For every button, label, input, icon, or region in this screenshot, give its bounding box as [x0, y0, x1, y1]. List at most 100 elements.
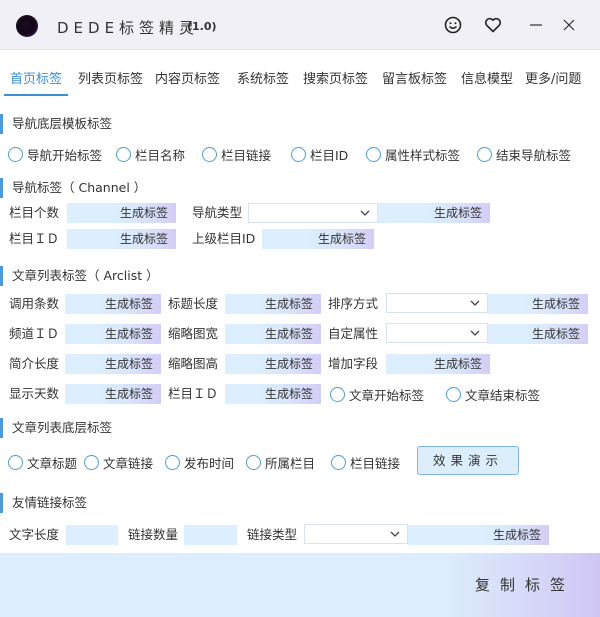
radio-circle-icon [366, 146, 381, 162]
tab-more-faq[interactable]: 更多/问题 [525, 72, 582, 87]
intro-length-input[interactable] [65, 354, 97, 374]
display-days-input[interactable] [65, 384, 97, 404]
section-arclist-title: 文章列表标签（ Arclist ） [0, 266, 159, 286]
radio-publish-time[interactable]: 发布时间 [165, 453, 234, 471]
sort-order-extra-input[interactable] [488, 294, 525, 314]
tab-info-model[interactable]: 信息模型 [461, 72, 514, 87]
radio-belong-column[interactable]: 所属栏目 [246, 453, 315, 471]
radio-circle-icon [84, 454, 99, 470]
label-arc-column-id: 栏目ＩＤ [168, 386, 219, 401]
column-count-input[interactable] [67, 203, 112, 223]
radio-nav-start[interactable]: 导航开始标签 [8, 145, 102, 163]
arc-column-id-input[interactable] [225, 384, 257, 404]
tab-search-page[interactable]: 搜索页标签 [303, 72, 369, 87]
label-add-field: 增加字段 [328, 356, 379, 371]
tab-bar: 首页标签 列表页标签 内容页标签 系统标签 搜索页标签 留言板标签 信息模型 更… [0, 62, 600, 96]
smiley-icon[interactable] [443, 15, 463, 35]
generate-display-days-button[interactable]: 生成标签 [97, 384, 161, 404]
radio-circle-icon [330, 386, 345, 402]
radio-nav-end[interactable]: 结束导航标签 [477, 145, 571, 163]
heart-icon[interactable] [483, 15, 503, 35]
parent-column-id-input[interactable] [262, 229, 307, 249]
custom-attr-select[interactable] [386, 323, 488, 343]
link-type-select[interactable] [304, 524, 408, 544]
thumb-width-input[interactable] [225, 324, 257, 344]
generate-thumb-width-button[interactable]: 生成标签 [257, 324, 321, 344]
custom-attr-extra-input[interactable] [488, 324, 525, 344]
label-channel-id: 频道ＩＤ [9, 326, 60, 341]
generate-title-length-button[interactable]: 生成标签 [257, 294, 321, 314]
tab-guestbook[interactable]: 留言板标签 [382, 72, 448, 87]
section-flink-title: 友情链接标签 [0, 493, 87, 513]
channel-id-input[interactable] [65, 324, 97, 344]
sort-order-select[interactable] [386, 293, 488, 313]
section-channel-title: 导航标签（ Channel ） [0, 178, 146, 198]
close-icon[interactable] [559, 15, 579, 35]
label-parent-column-id: 上级栏目ID [192, 231, 256, 246]
radio-column-name[interactable]: 栏目名称 [116, 145, 185, 163]
chevron-down-icon [360, 210, 370, 216]
chevron-down-icon [470, 330, 480, 336]
app-logo-icon [16, 15, 38, 37]
nav-type-extra-input[interactable] [378, 203, 423, 223]
minimize-icon[interactable] [526, 15, 546, 35]
label-column-count: 栏目个数 [9, 205, 60, 220]
section-nav-base-title: 导航底层模板标签 [0, 114, 112, 134]
tab-system[interactable]: 系统标签 [237, 72, 290, 87]
radio-article-link[interactable]: 文章链接 [84, 453, 153, 471]
text-length-input[interactable] [66, 525, 118, 545]
radio-circle-icon [446, 386, 461, 402]
radio-circle-icon [202, 146, 217, 162]
section-arc-base-title: 文章列表底层标签 [0, 418, 112, 438]
app-title: DEDE标签精灵 [57, 19, 200, 37]
label-title-length: 标题长度 [168, 296, 219, 311]
tab-content-page[interactable]: 内容页标签 [155, 72, 221, 87]
title-length-input[interactable] [225, 294, 257, 314]
generate-channel-id-button[interactable]: 生成标签 [97, 324, 161, 344]
radio-circle-icon [8, 454, 23, 470]
radio-arc-column-link[interactable]: 栏目链接 [331, 453, 400, 471]
radio-article-end[interactable]: 文章结束标签 [446, 385, 540, 403]
label-text-length: 文字长度 [9, 527, 60, 542]
generate-column-id-button[interactable]: 生成标签 [112, 229, 176, 249]
tab-list-page[interactable]: 列表页标签 [78, 72, 144, 87]
radio-article-start[interactable]: 文章开始标签 [330, 385, 424, 403]
generate-add-field-button[interactable]: 生成标签 [426, 354, 490, 374]
active-tab-indicator [4, 94, 68, 96]
radio-column-link[interactable]: 栏目链接 [202, 145, 271, 163]
label-intro-length: 简介长度 [9, 356, 60, 371]
generate-call-count-button[interactable]: 生成标签 [97, 294, 161, 314]
label-link-count: 链接数量 [128, 527, 179, 542]
generate-link-type-button[interactable]: 生成标签 [484, 525, 549, 545]
call-count-input[interactable] [65, 294, 97, 314]
radio-column-id[interactable]: 栏目ID [291, 145, 348, 163]
radio-circle-icon [8, 146, 23, 162]
add-field-input[interactable] [386, 354, 426, 374]
chevron-down-icon [390, 531, 400, 537]
label-thumb-height: 缩略图高 [168, 356, 219, 371]
radio-article-title[interactable]: 文章标题 [8, 453, 77, 471]
output-textarea[interactable] [0, 553, 450, 617]
link-count-input[interactable] [184, 525, 237, 545]
link-type-extra-input[interactable] [408, 525, 484, 545]
label-column-id: 栏目ＩＤ [9, 231, 60, 246]
generate-parent-id-button[interactable]: 生成标签 [307, 229, 374, 249]
generate-custom-attr-button[interactable]: 生成标签 [525, 324, 588, 344]
generate-nav-type-button[interactable]: 生成标签 [423, 203, 490, 223]
generate-sort-order-button[interactable]: 生成标签 [525, 294, 588, 314]
radio-circle-icon [291, 146, 306, 162]
label-thumb-width: 缩略图宽 [168, 326, 219, 341]
column-id-input[interactable] [67, 229, 112, 249]
generate-thumb-height-button[interactable]: 生成标签 [257, 354, 321, 374]
nav-type-select[interactable] [248, 203, 378, 223]
tab-home[interactable]: 首页标签 [10, 72, 63, 87]
effect-demo-button[interactable]: 效果演示 [417, 446, 519, 475]
radio-attr-style[interactable]: 属性样式标签 [366, 145, 460, 163]
generate-column-count-button[interactable]: 生成标签 [112, 203, 176, 223]
thumb-height-input[interactable] [225, 354, 257, 374]
app-version: (1.0) [187, 20, 217, 33]
generate-arc-column-id-button[interactable]: 生成标签 [257, 384, 321, 404]
label-call-count: 调用条数 [9, 296, 60, 311]
generate-intro-length-button[interactable]: 生成标签 [97, 354, 161, 374]
copy-tags-button[interactable]: 复制标签 [450, 553, 600, 617]
